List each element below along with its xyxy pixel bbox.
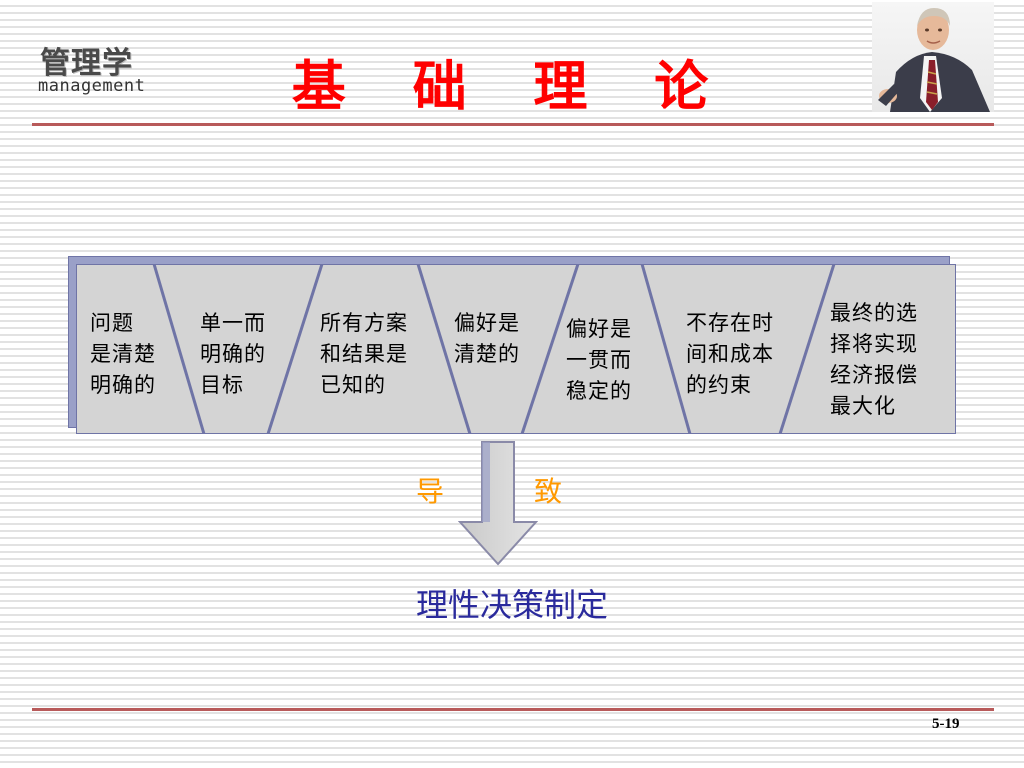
condition-6: 不存在时 间和成本 的约束 [686, 311, 774, 397]
result-text: 理性决策制定 [415, 586, 608, 624]
condition-2: 单一而 明确的 目标 [200, 311, 266, 397]
slide-title: 基 础 理 论 [291, 55, 733, 118]
condition-1: 问题 是清楚 明确的 [90, 311, 156, 397]
page-number: 5-19 [932, 716, 960, 732]
down-arrow-icon [458, 441, 538, 566]
condition-4: 偏好是 清楚的 [454, 311, 520, 366]
conditions-band: 问题 是清楚 明确的 单一而 明确的 目标 所有方案 和结果是 已知的 偏好是 … [76, 264, 956, 434]
conditions-band-shapes [76, 264, 956, 434]
presenter-photo-icon [872, 2, 994, 112]
bottom-divider [32, 708, 994, 711]
logo-chinese: 管理学 [40, 46, 133, 81]
condition-3: 所有方案 和结果是 已知的 [320, 311, 408, 397]
logo-english: management [38, 76, 146, 96]
condition-7: 最终的选 择将实现 经济报偿 最大化 [830, 301, 918, 418]
logo: 管理学 management [36, 38, 176, 98]
top-divider [32, 123, 994, 126]
arrow-label-left: 导 [416, 475, 445, 508]
condition-5: 偏好是 一贯而 稳定的 [566, 317, 632, 403]
arrow-label-right: 致 [534, 475, 563, 508]
